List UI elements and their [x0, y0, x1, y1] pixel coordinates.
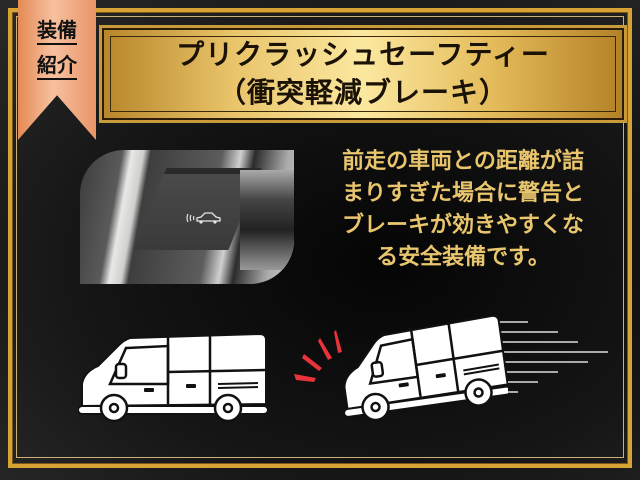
ribbon-line-2: 紹介 — [37, 52, 77, 80]
description-line-1: 前走の車両との距離が詰 — [342, 149, 584, 174]
photo-background-blur — [240, 170, 294, 270]
ribbon-label: 装備 紹介 — [18, 14, 96, 84]
alert-impact-icon — [294, 330, 342, 382]
car-radar-icon — [186, 210, 222, 230]
precrash-button-photo — [80, 150, 294, 284]
title-line-2: （衝突軽減ブレーキ） — [217, 76, 508, 109]
description: 前走の車両との距離が詰 まりすぎた場合に警告と ブレーキが効きやすくな る安全装… — [318, 146, 608, 274]
description-line-3: ブレーキが効きやすくな — [341, 213, 584, 238]
description-line-4: る安全装備です。 — [376, 245, 550, 270]
gold-frame-outer — [8, 8, 632, 468]
title-plate: プリクラッシュセーフティー （衝突軽減ブレーキ） — [99, 25, 627, 123]
description-line-2: まりすぎた場合に警告と — [341, 181, 584, 206]
title-line-1: プリクラッシュセーフティー — [176, 38, 550, 71]
braking-van-icon — [343, 314, 508, 419]
gold-frame-inner — [16, 16, 624, 458]
van-icon — [78, 332, 269, 422]
ribbon-line-1: 装備 — [37, 17, 77, 45]
